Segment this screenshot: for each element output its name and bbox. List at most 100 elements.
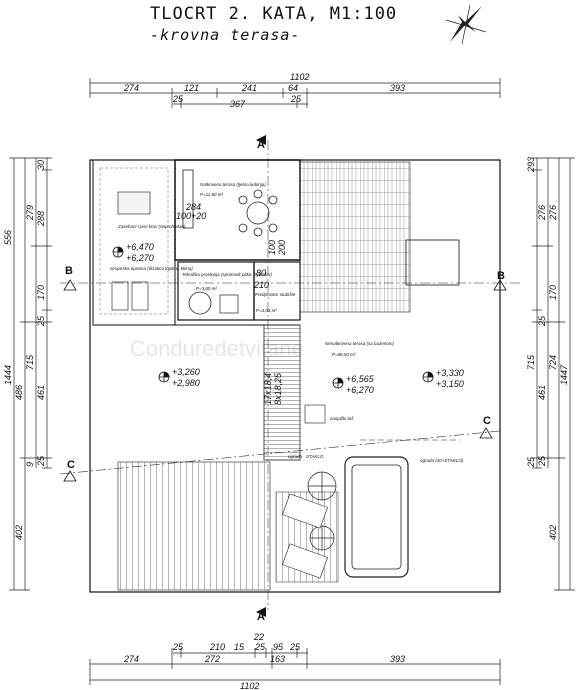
dim-right-3: 25 xyxy=(526,456,536,468)
stair-dim-2: 8x18,25 xyxy=(273,372,283,405)
section-b-left-arrow-icon xyxy=(63,279,77,291)
dim-bottom-sub-3: 15 xyxy=(234,642,245,652)
dim-left-2: 486 xyxy=(14,385,24,400)
room-shower: sanjački tuš xyxy=(330,416,354,421)
room-tech: Tehnička prostorija (spremnik pitke, hyd… xyxy=(182,272,272,277)
dim-bottom-sub-4: 25 xyxy=(254,642,266,652)
dim-right-total: 1447 xyxy=(559,364,569,385)
dim-right-2: 715 xyxy=(526,354,536,370)
level-4a: +3,330 xyxy=(436,368,464,378)
water-tank-icon xyxy=(188,291,212,315)
ac-unit-1 xyxy=(111,281,129,311)
section-line-c xyxy=(59,430,501,475)
room-tech-area: P=3,60 m² xyxy=(196,286,217,291)
dim-bottom-3: 163 xyxy=(270,654,285,664)
hydrophore-icon xyxy=(219,294,239,314)
pergola-bottom-left xyxy=(117,461,271,591)
drawing-subtitle: -krovna terasa- xyxy=(150,26,301,44)
section-a-bottom-arrow-icon xyxy=(256,607,266,617)
level-3b: +6,270 xyxy=(346,385,374,395)
dim-top-sub-2: 367 xyxy=(230,99,246,109)
section-c-left: C xyxy=(67,459,75,471)
dim-left-8: 30 xyxy=(36,160,46,170)
dim-left-7: 9 xyxy=(25,462,35,467)
section-b-right: B xyxy=(497,270,505,282)
dim-left-total: 1444 xyxy=(3,365,13,385)
dim-bottom-sub-6: 25 xyxy=(289,642,301,652)
dim-bottom-sub-1: 25 xyxy=(172,642,184,652)
staircase xyxy=(263,324,301,461)
ac-unit-2 xyxy=(131,281,149,311)
level-2a: +3,260 xyxy=(172,367,200,377)
section-b-right-arrow-icon xyxy=(493,279,507,291)
shower-icon xyxy=(304,404,326,424)
dim-left-9: 288 xyxy=(36,211,46,227)
dim-right-8: 276 xyxy=(548,205,558,221)
sunbed-2 xyxy=(282,543,328,579)
north-arrow-icon xyxy=(445,4,487,45)
section-a-top-arrow-icon xyxy=(256,135,266,145)
level-3a: +6,565 xyxy=(346,374,375,384)
dim-bottom-1: 274 xyxy=(123,654,139,664)
dim-left-3: 402 xyxy=(14,525,24,540)
dim-small-e: 100 xyxy=(267,240,277,255)
umbrella-icon xyxy=(307,471,337,551)
section-b-left: B xyxy=(65,265,73,277)
room-covered-terrace-area: P=11,80 m² xyxy=(200,192,224,197)
dim-top-sub-1: 25 xyxy=(172,94,184,104)
dim-right-4: 276 xyxy=(537,205,547,221)
dim-bottom-total: 1102 xyxy=(240,681,259,690)
section-a-top: A xyxy=(257,139,265,151)
top-dimensions xyxy=(89,78,501,108)
dim-bottom-2: 272 xyxy=(204,654,220,664)
room-open-terrace-area: P=86,50 m² xyxy=(332,352,356,357)
dim-top-5: 393 xyxy=(390,83,405,93)
dim-top-sub-3: 25 xyxy=(290,94,302,104)
dim-top-3: 241 xyxy=(241,83,257,93)
room-covered-terrace: Natkrivena terasa (ljetna kuhinja) xyxy=(200,182,266,187)
level-4b: +3,150 xyxy=(436,379,464,389)
dim-small-f: 200 xyxy=(277,240,287,256)
dim-bottom-top: 22 xyxy=(253,632,264,642)
dim-top-total: 1102 xyxy=(290,72,309,82)
dim-left-11: 461 xyxy=(36,385,46,400)
railing-glass-right: ograda (30+STAKLO) xyxy=(420,458,464,463)
dining-table-icon xyxy=(182,169,278,237)
drawing-title: TLOCRT 2. KATA, M1:100 xyxy=(150,4,398,24)
dim-left-1: 556 xyxy=(3,230,13,245)
dim-right-10: 724 xyxy=(548,355,558,370)
right-dimensions xyxy=(532,157,575,591)
stair-dim-1: 17x18,4 xyxy=(263,373,273,405)
section-c-right-arrow-icon xyxy=(479,427,493,439)
roof-hatch xyxy=(117,191,151,215)
room-stair-hall-area: P=3,03 m² xyxy=(256,308,277,313)
dim-right-5: 25 xyxy=(537,315,547,327)
pool xyxy=(344,456,409,578)
dim-left-10: 25 xyxy=(36,315,46,327)
dim-left-12: 25 xyxy=(36,455,46,467)
section-a-bottom: A xyxy=(257,611,265,623)
level-1b: +6,270 xyxy=(126,253,154,263)
dim-left-4: 279 xyxy=(25,205,35,221)
railing-glass: ograda - STAKLO xyxy=(288,454,324,459)
room-open-terrace: Nenatkrivena terasa (sa bazenom) xyxy=(325,341,395,346)
dim-left-5: 170 xyxy=(36,285,46,300)
dim-bottom-sub-5: 95 xyxy=(273,642,284,652)
dim-right-9: 170 xyxy=(548,285,558,300)
dim-small-b: 100+20 xyxy=(176,211,206,221)
pergola-top-right xyxy=(299,161,411,313)
room-stair-hall: Predprostor stubište xyxy=(255,292,296,297)
bottom-dimensions xyxy=(89,648,501,685)
dim-bottom-sub-2: 210 xyxy=(209,642,225,652)
dim-small-a: 284 xyxy=(185,202,201,212)
level-2b: +2,980 xyxy=(172,378,200,388)
left-dimensions xyxy=(9,157,52,591)
dim-top-2: 121 xyxy=(184,83,199,93)
dim-left-6: 715 xyxy=(25,354,35,370)
room-flat-roof: Zasebani ravni krov (neprohodan) xyxy=(117,224,186,229)
dim-small-d: 210 xyxy=(253,280,269,290)
dim-right-7: 25 xyxy=(537,455,547,467)
dim-right-1: 293 xyxy=(526,157,536,173)
dim-small-c: 80 xyxy=(256,268,266,278)
